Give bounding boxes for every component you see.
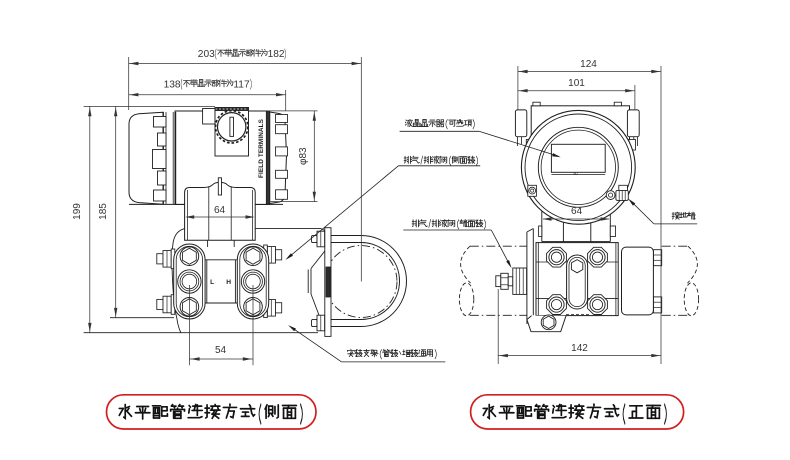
- svg-text:FIELD TERMINALS: FIELD TERMINALS: [258, 118, 265, 178]
- svg-text:101: 101: [568, 78, 585, 89]
- svg-text:H: H: [226, 279, 231, 286]
- svg-text:142: 142: [571, 343, 588, 354]
- svg-text:117: 117: [233, 80, 250, 91]
- svg-text:64: 64: [571, 206, 583, 217]
- svg-text:54: 54: [215, 345, 227, 356]
- svg-text:199: 199: [72, 203, 83, 220]
- svg-text:L: L: [210, 279, 214, 286]
- svg-text:185: 185: [98, 203, 109, 220]
- svg-text:124: 124: [580, 59, 597, 70]
- svg-text:182: 182: [268, 49, 285, 60]
- svg-text:203: 203: [198, 49, 215, 60]
- svg-text:80: 80: [574, 172, 578, 176]
- svg-text:64: 64: [214, 205, 226, 216]
- svg-text:138: 138: [164, 80, 181, 91]
- svg-text:φ83: φ83: [298, 147, 309, 165]
